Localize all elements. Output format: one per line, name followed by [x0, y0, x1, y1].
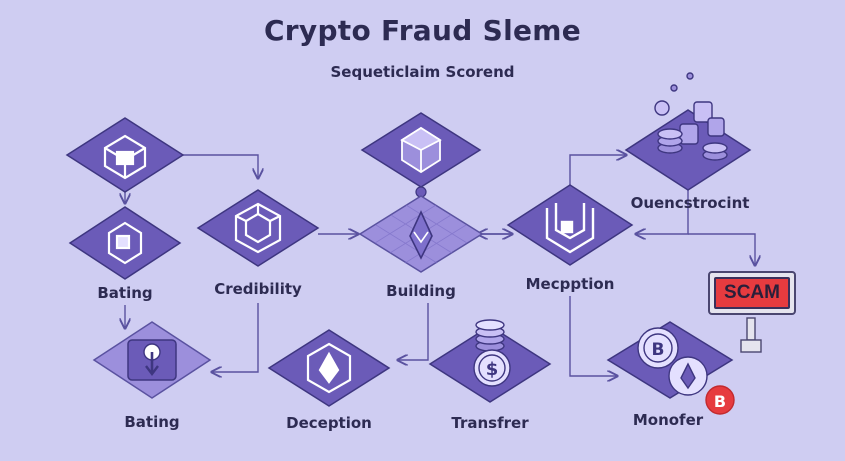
connectors — [125, 155, 755, 376]
crystal-icon — [400, 126, 442, 174]
down-arrow-icon — [127, 339, 177, 381]
bitcoin-coin-icon: B B — [637, 327, 735, 415]
open-box-icon — [545, 203, 595, 254]
label-transfrer: Transfrer — [451, 414, 529, 432]
ethereum-icon — [306, 342, 352, 394]
svg-text:$: $ — [486, 359, 499, 380]
scam-sign-text: SCAM — [714, 277, 790, 309]
label-mecpption: Mecpption — [525, 275, 615, 293]
node-crystal[interactable] — [360, 112, 482, 198]
scam-sign-icon: SCAM — [708, 271, 796, 315]
node-credibility[interactable] — [196, 189, 320, 267]
dollar-coin-icon: $ — [473, 319, 511, 387]
label-deception: Deception — [286, 414, 372, 432]
label-credibility: Credibility — [214, 280, 302, 298]
node-ouencstrocint[interactable] — [624, 72, 752, 191]
label-bating-top: Bating — [97, 284, 153, 302]
svg-text:B: B — [714, 392, 726, 411]
label-bating-bottom: Bating — [124, 413, 180, 431]
node-deception[interactable] — [267, 329, 391, 407]
node-building[interactable] — [358, 195, 484, 273]
label-building: Building — [386, 282, 456, 300]
svg-text:B: B — [652, 340, 665, 360]
node-mecpption[interactable] — [506, 184, 634, 266]
coin-stack-icon — [654, 72, 728, 161]
node-bating-mid[interactable] — [68, 206, 182, 280]
label-monofer: Monofer — [632, 411, 704, 429]
box-icon — [107, 221, 143, 265]
label-ouencstrocint: Ouencstrocint — [630, 194, 750, 212]
ethereum-icon — [409, 210, 433, 260]
scam-sign-post — [740, 317, 762, 353]
node-bating-top[interactable] — [65, 117, 185, 193]
node-transfrer[interactable]: $ — [428, 319, 552, 403]
hexagon-cube-icon — [234, 202, 282, 254]
cube-icon — [103, 134, 147, 180]
diagram-subtitle: Sequeticlaim Scorend — [330, 63, 515, 81]
node-bating-bottom[interactable] — [92, 321, 212, 399]
diagram-title: Crypto Fraud Sleme — [263, 14, 582, 47]
node-monofer[interactable]: B B — [606, 321, 735, 415]
